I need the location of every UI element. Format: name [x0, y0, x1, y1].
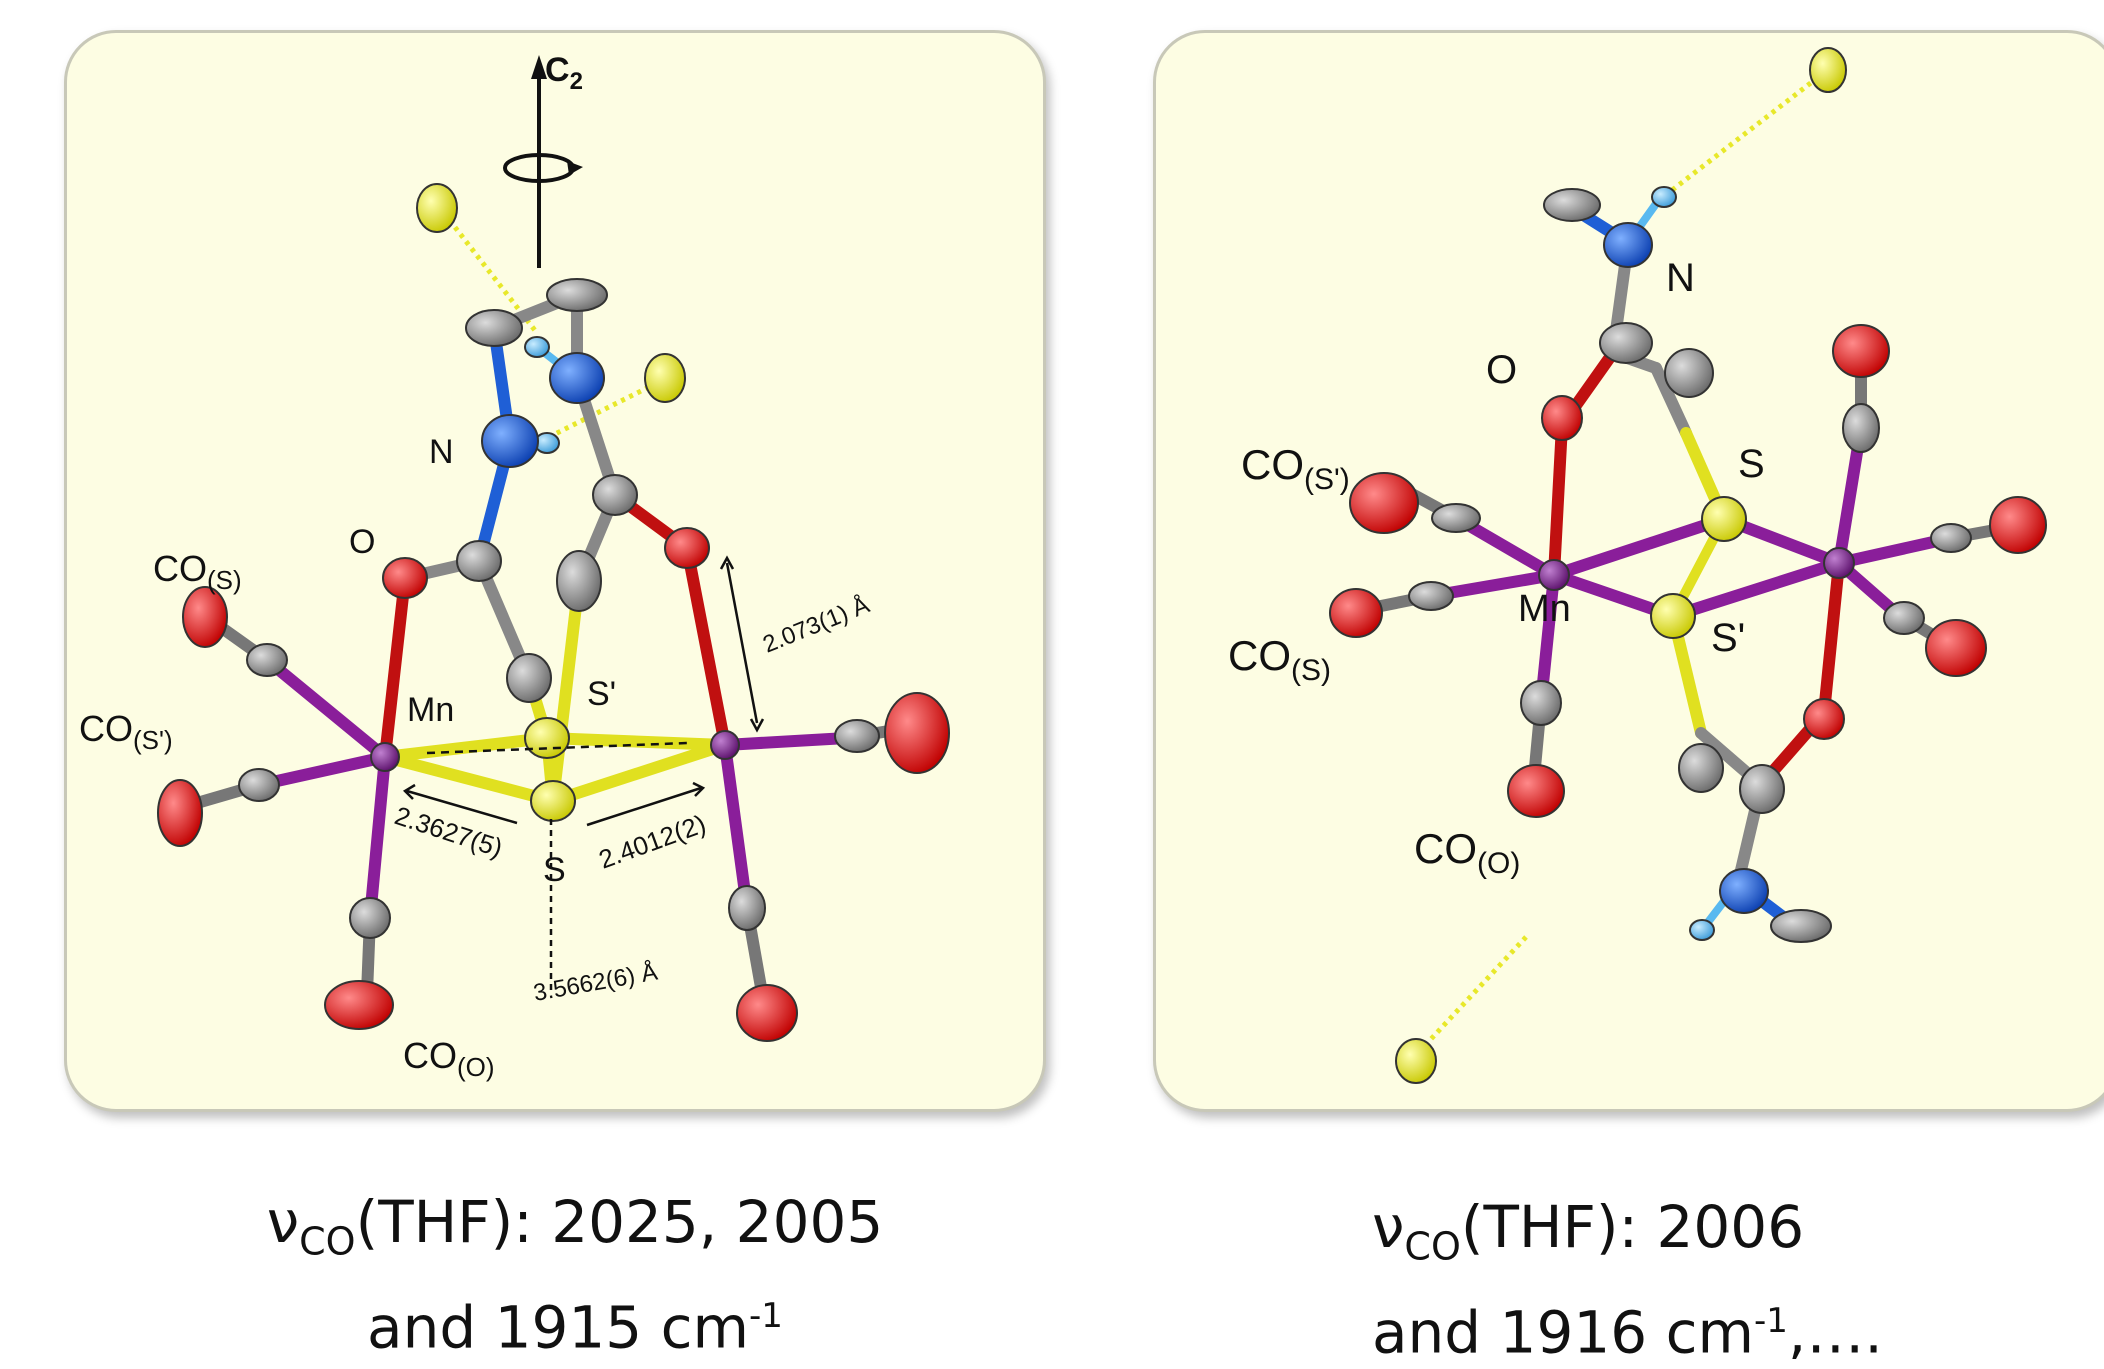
co-o-label: CO(O) [403, 1035, 495, 1082]
manganese-atom [370, 742, 400, 772]
o-label: O [1486, 348, 1517, 392]
oxygen-atom [382, 557, 428, 599]
carbon-atom [1431, 503, 1481, 533]
oxygen-atom [1925, 619, 1987, 677]
oxygen-atom [1989, 496, 2047, 554]
sulfur-atom [416, 183, 458, 233]
carbon-atom [1842, 403, 1880, 453]
hydrogen-atom [1651, 186, 1677, 208]
carbon-atom [1599, 322, 1653, 364]
s-prime-label: S' [1711, 616, 1745, 660]
co-o-label: CO(O) [1414, 825, 1520, 880]
sulfur-atom [1650, 593, 1696, 639]
o-label: O [349, 523, 375, 561]
co-s-prime-label: CO(S') [79, 708, 173, 755]
carbon-atom [506, 653, 552, 703]
right-atoms [1329, 47, 2047, 1084]
mn-s-distance-left-label: 2.3627(5) [391, 800, 506, 863]
oxygen-atom [1832, 324, 1890, 378]
oxygen-atom [1803, 698, 1845, 740]
carbon-atom [1408, 581, 1454, 611]
nitrogen-atom [481, 414, 539, 468]
right-bonds [1365, 197, 2012, 934]
carbon-atom [349, 897, 391, 939]
s-label: S [543, 851, 566, 889]
carbon-atom [1739, 764, 1785, 814]
mn-s-distance-right-label: 2.4012(2) [595, 808, 710, 874]
carbon-atom [1664, 348, 1714, 398]
carbon-atom [1520, 680, 1562, 726]
carbon-atom [456, 540, 502, 582]
oxygen-atom [157, 779, 203, 847]
carbon-atom [238, 768, 280, 802]
left-caption-line-1: νCO(THF): 2025, 2005 [266, 1188, 884, 1264]
co-s-label: CO(S) [153, 548, 242, 595]
right-ir-caption: νCO(THF): 2006 and 1916 cm-1,…. [1330, 1190, 1890, 1369]
hydrogen-atom [1689, 919, 1715, 941]
oxygen-atom [1329, 588, 1383, 638]
left-atoms [157, 183, 950, 1042]
left-structure-panel: C2 N O Mn S' S CO(S) CO(S') CO(O) 2.073(… [64, 30, 1046, 1112]
oxygen-atom [664, 527, 710, 569]
manganese-atom [1538, 559, 1570, 591]
carbon-atom [556, 550, 602, 612]
oxygen-atom [884, 692, 950, 774]
right-labels: N O Mn S S' CO(S') CO(S) CO(O) [1228, 256, 1765, 880]
oxygen-atom [1507, 764, 1565, 818]
c2-axis [503, 55, 583, 268]
carbon-atom [592, 474, 638, 516]
s-label: S [1738, 442, 1765, 486]
distance-markers [402, 555, 765, 993]
right-molecule-diagram: N O Mn S S' CO(S') CO(S) CO(O) [1228, 47, 2047, 1084]
carbon-atom [546, 278, 608, 312]
sulfur-atom [1701, 496, 1747, 542]
carbon-atom [834, 719, 880, 753]
co-s-prime-label: CO(S') [1241, 441, 1350, 496]
carbon-atom [465, 309, 523, 347]
nitrogen-atom [1719, 868, 1769, 914]
s-prime-label: S' [587, 675, 616, 713]
carbon-atom [1930, 523, 1972, 553]
nitrogen-atom [1603, 222, 1653, 268]
sulfur-atom [530, 780, 576, 822]
carbon-atom [1678, 743, 1724, 793]
sulfur-atom [524, 717, 570, 759]
carbon-atom [1543, 188, 1601, 222]
oxygen-atom [736, 984, 798, 1042]
c2-axis-label: C2 [545, 51, 583, 95]
right-caption-line-2: and 1916 cm-1,…. [1372, 1297, 1883, 1366]
hydrogen-bonds [1416, 73, 1823, 1055]
left-molecule-diagram: C2 N O Mn S' S CO(S) CO(S') CO(O) 2.073(… [79, 51, 950, 1082]
carbon-atom [1883, 601, 1925, 635]
hydrogen-atom [524, 336, 550, 358]
oxygen-atom [324, 980, 394, 1030]
right-caption-line-1: νCO(THF): 2006 [1372, 1193, 1805, 1269]
oxygen-atom [182, 586, 228, 648]
carbon-atom [246, 643, 288, 677]
mn-o-distance-label: 2.073(1) Å [759, 591, 873, 659]
mn-label: Mn [1518, 588, 1571, 630]
left-caption-line-2: and 1915 cm-1 [367, 1292, 783, 1361]
n-label: N [429, 433, 454, 471]
oxygen-atom [1541, 395, 1583, 441]
carbon-atom [1770, 909, 1832, 943]
left-ir-caption: νCO(THF): 2025, 2005 and 1915 cm-1 [230, 1185, 920, 1364]
sulfur-atom [1809, 47, 1847, 93]
mn-label: Mn [407, 691, 454, 729]
manganese-atom [1823, 547, 1855, 579]
sulfur-atom [1395, 1038, 1437, 1084]
manganese-atom [710, 730, 740, 760]
nitrogen-atom [549, 352, 605, 404]
n-label: N [1666, 256, 1695, 300]
carbon-atom [728, 885, 766, 931]
sulfur-atom [644, 353, 686, 403]
co-s-label: CO(S) [1228, 632, 1331, 687]
oxygen-atom [1349, 472, 1419, 534]
right-structure-panel: N O Mn S S' CO(S') CO(S) CO(O) [1153, 30, 2104, 1112]
